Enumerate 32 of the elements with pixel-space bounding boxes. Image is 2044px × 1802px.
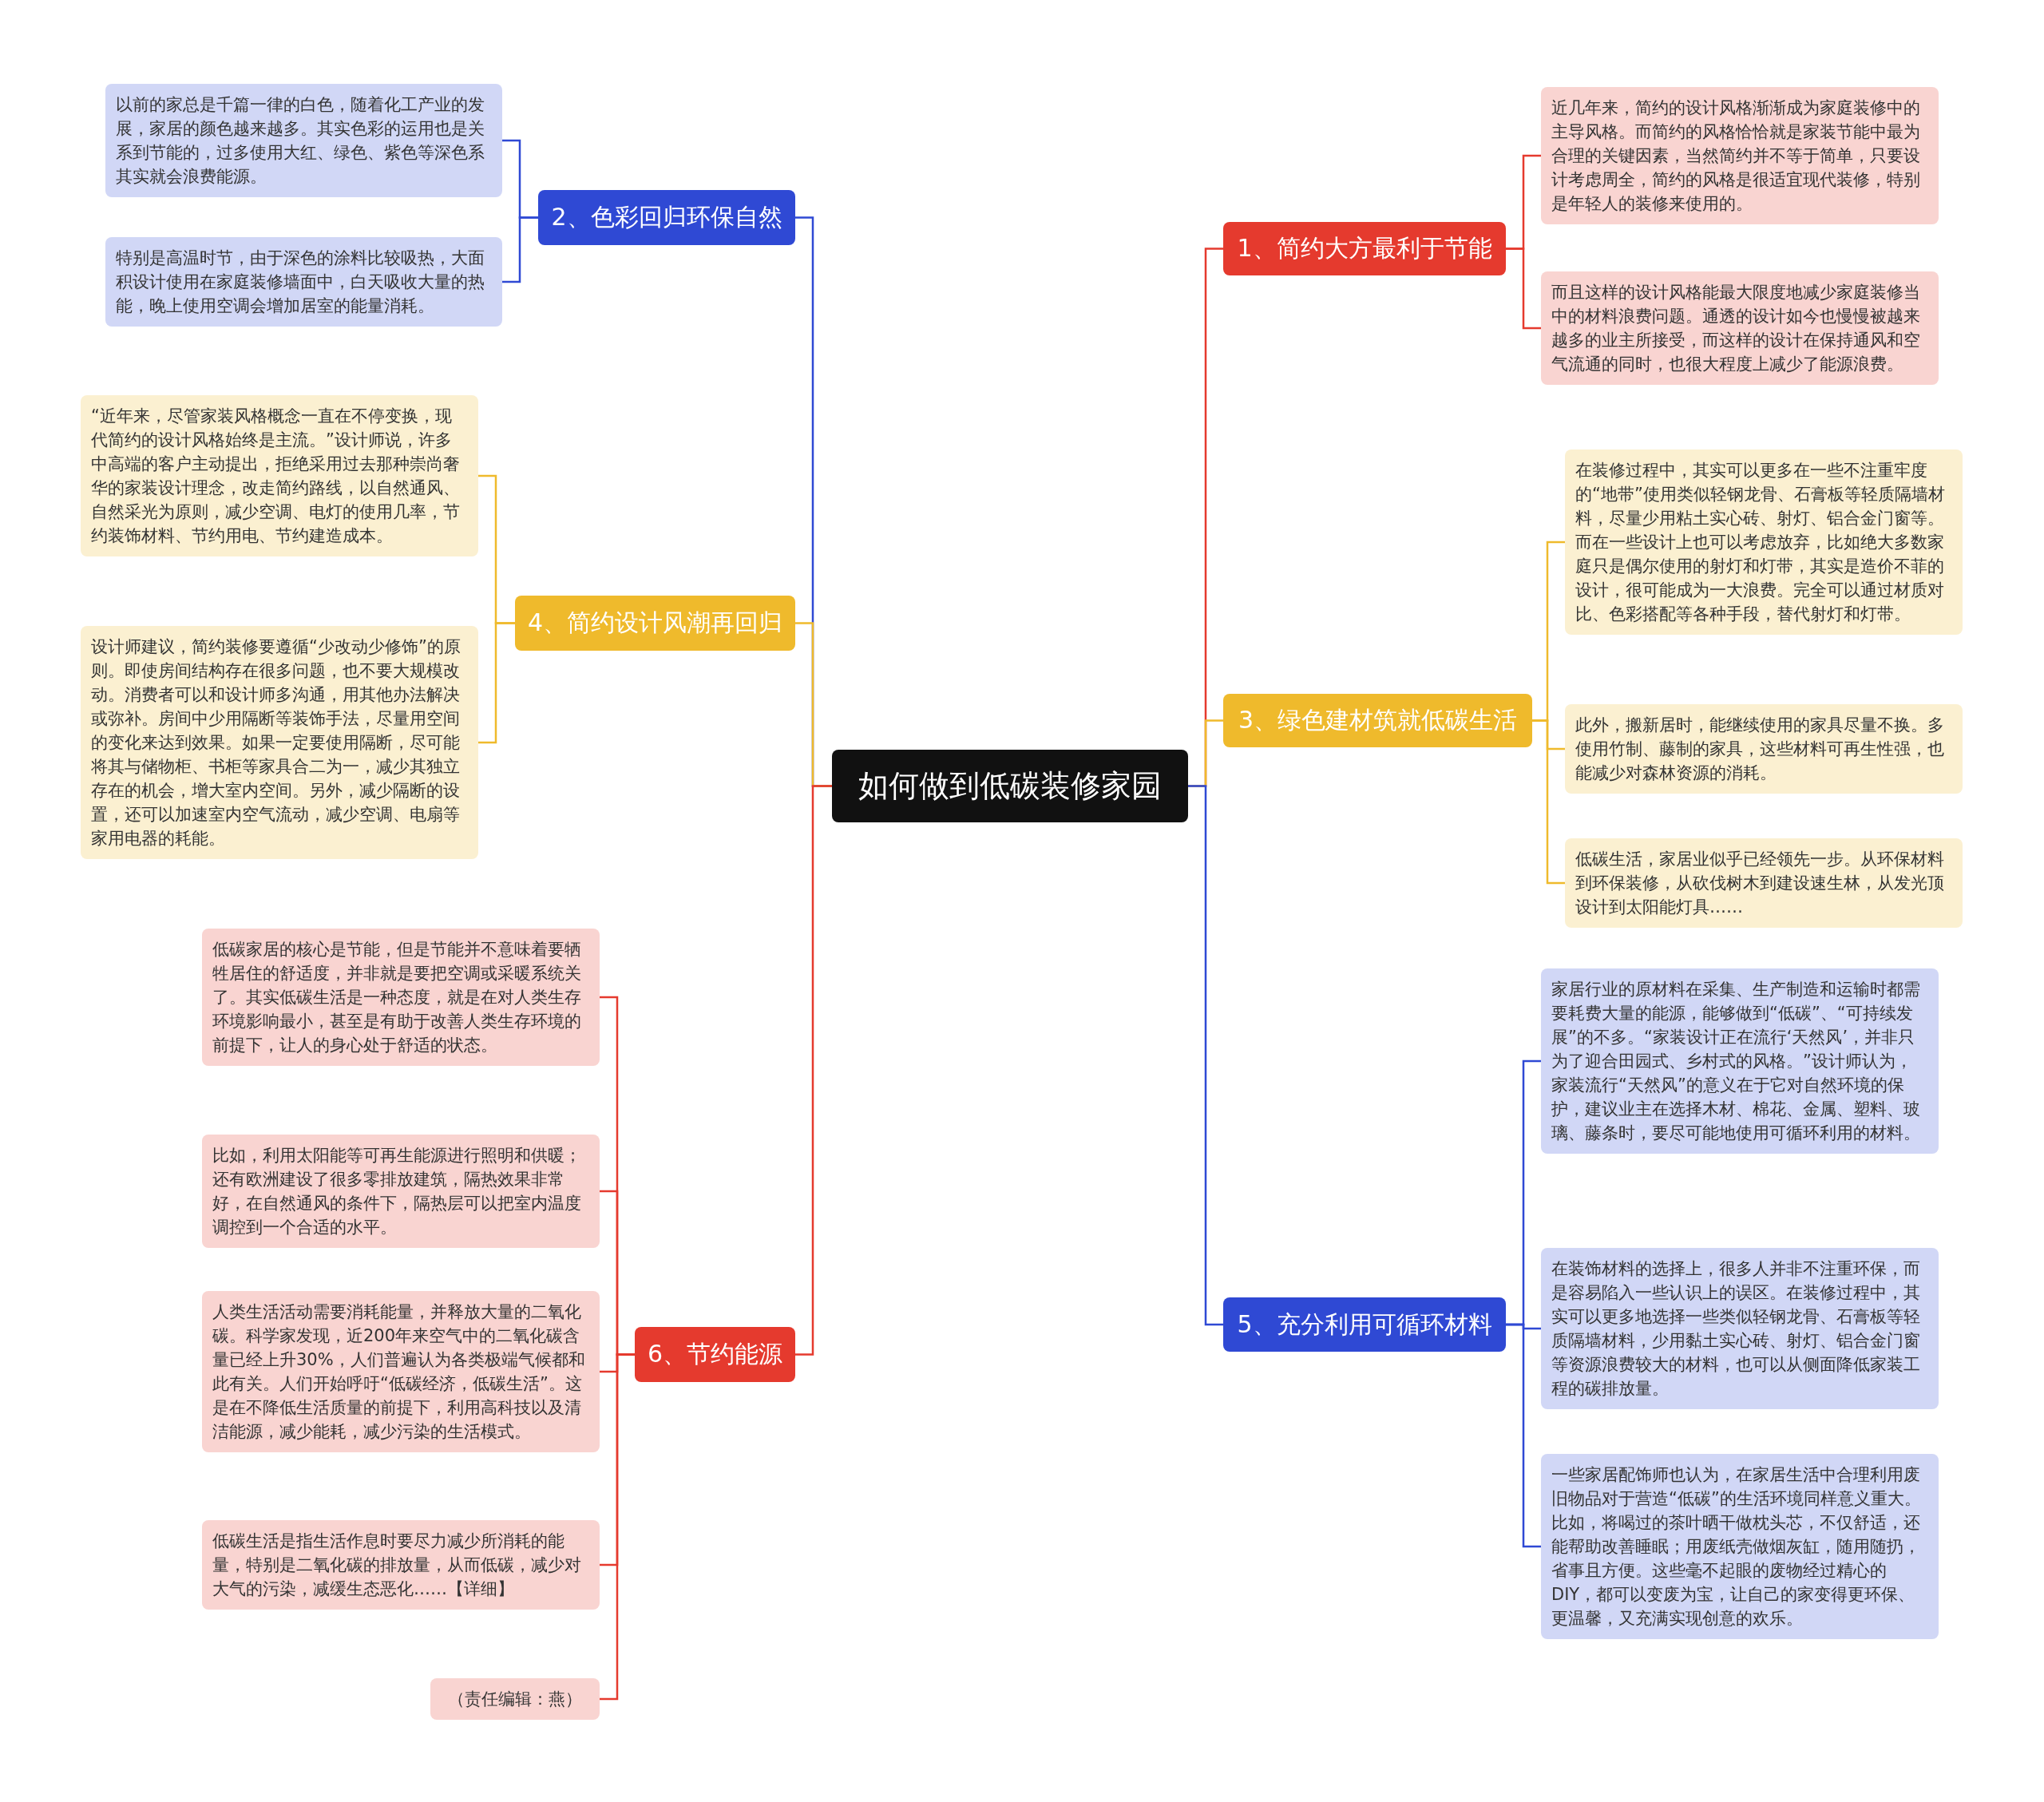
connector-line [502, 216, 538, 283]
branch-topic: 6、节约能源 [635, 1327, 795, 1382]
note-card: （责任编辑：燕） [430, 1678, 600, 1720]
note-card: 以前的家总是千篇一律的白色，随着化工产业的发展，家居的颜色越来越多。其实色彩的运用也是关系到节能的，过多使用大红、绿色、紫色等深色系其实就会浪费能源。 [105, 84, 502, 197]
note-card: 家居行业的原材料在采集、生产制造和运输时都需要耗费大量的能源，能够做到“低碳”、“可持续发展”的不多。“家装设计正在流行‘天然风’，并非只为了迎合田园式、乡村式的风格。”设计师认为，家装流行“天然风”的意义在于它对自然环境的保护，建议业主在选择木材、棉花、金属、塑料、玻璃、藤条时，要尽可能地使用可循环利用的材料。 [1541, 968, 1939, 1154]
branch-topic: 5、充分利用可循环材料 [1223, 1297, 1506, 1352]
note-card: 低碳生活，家居业似乎已经领先一步。从环保材料到环保装修，从砍伐树木到建设速生林，从发光顶设计到太阳能灯具…… [1565, 838, 1963, 928]
branch-topic: 3、绿色建材筑就低碳生活 [1223, 694, 1532, 747]
note-card: 在装修过程中，其实可以更多在一些不注重牢度的“地带”使用类似轻钢龙骨、石膏板等轻质隔墙材料，尽量少用粘土实心砖、射灯、铝合金门窗等。而在一些设计上也可以考虑放弃，比如绝大多数家庭只是偶尔使用的射灯和灯带，其实是造价不菲的设计，很可能成为一大浪费。完全可以通过材质对比、色彩搭配等各种手段，替代射灯和灯带。 [1565, 450, 1963, 635]
note-card: 近几年来，简约的设计风格渐渐成为家庭装修中的主导风格。而简约的风格恰恰就是家装节能中最为合理的关键因素，当然简约并不等于简单，只要设计考虑周全，简约的风格是很适宜现代装修，特别是年轻人的装修来使用的。 [1541, 87, 1939, 224]
note-card: 一些家居配饰师也认为，在家居生活中合理利用废旧物品对于营造“低碳”的生活环境同样意义重大。比如，将喝过的茶叶晒干做枕头芯，不仅舒适，还能帮助改善睡眠；用废纸壳做烟灰缸，随用随扔，省事且方便。这些毫不起眼的废物经过精心的DIY，都可以变废为宝，让自己的家变得更环保、更温馨，又充满实现创意的欢乐。 [1541, 1454, 1939, 1639]
note-card: 比如，利用太阳能等可再生能源进行照明和供暖；还有欧洲建设了很多零排放建筑，隔热效果非常好，在自然通风的条件下，隔热层可以把室内温度调控到一个合适的水平。 [202, 1135, 600, 1248]
branch-topic: 4、简约设计风潮再回归 [515, 596, 795, 651]
note-card: 人类生活活动需要消耗能量，并释放大量的二氧化碳。科学家发现，近200年来空气中的二氧化碳含量已经上升30%，人们普遍认为各类极端气候都和此有关。人们开始呼吁“低碳经济，低碳生活”。这是在不降低生活质量的前提下，利用高科技以及清洁能源，减少能耗，减少污染的生活模式。 [202, 1291, 600, 1452]
connector-line [1506, 248, 1541, 330]
connector-line [1506, 1323, 1541, 1548]
note-card: 低碳生活是指生活作息时要尽力减少所消耗的能量，特别是二氧化碳的排放量，从而低碳，减少对大气的污染，减缓生态恶化……【详细】 [202, 1520, 600, 1610]
note-card: 特别是高温时节，由于深色的涂料比较吸热，大面积设计使用在家庭装修墙面中，白天吸收大量的热能，晚上使用空调会增加居室的能量消耗。 [105, 237, 502, 327]
central-topic: 如何做到低碳装修家园 [832, 750, 1188, 822]
note-card: 而且这样的设计风格能最大限度地减少家庭装修当中的材料浪费问题。通透的设计如今也慢慢被越来越多的业主所接受，而这样的设计在保持通风和空气流通的同时，也很大程度上减少了能源浪费。 [1541, 271, 1939, 385]
note-card: 此外，搬新居时，能继续使用的家具尽量不换。多使用竹制、藤制的家具，这些材料可再生性强，也能减少对森林资源的消耗。 [1565, 704, 1963, 794]
branch-topic: 2、色彩回归环保自然 [538, 190, 795, 245]
branch-topic: 1、简约大方最利于节能 [1223, 222, 1506, 275]
connector-line [478, 622, 515, 744]
connector-line [1188, 785, 1223, 1326]
connector-line [1532, 719, 1565, 885]
note-card: “近年来，尽管家装风格概念一直在不停变换，现代简约的设计风格始终是主流。”设计师说，许多中高端的客户主动提出，拒绝采用过去那种崇尚奢华的家装设计理念，改走简约路线，以自然通风、自然采光为原则，减少空调、电灯的使用几率，节约装饰材料、节约用电、节约建造成本。 [81, 395, 478, 556]
connector-line [795, 785, 832, 1356]
connector-line [600, 1353, 635, 1701]
note-card: 低碳家居的核心是节能，但是节能并不意味着要牺牲居住的舒适度，并非就是要把空调或采暖系统关了。其实低碳生活是一种态度，就是在对人类生存环境影响最小，甚至是有助于改善人类生存环境的前提下，让人的身心处于舒适的状态。 [202, 929, 600, 1066]
note-card: 在装饰材料的选择上，很多人并非不注重环保，而是容易陷入一些认识上的误区。在装修过程中，其实可以更多地选择一些类似轻钢龙骨、石膏板等轻质隔墙材料，少用黏土实心砖、射灯、铝合金门窗等资源浪费较大的材料，也可以从侧面降低家装工程的碳排放量。 [1541, 1248, 1939, 1409]
note-card: 设计师建议，简约装修要遵循“少改动少修饰”的原则。即使房间结构存在很多问题，也不要大规模改动。消费者可以和设计师多沟通，用其他办法解决或弥补。房间中少用隔断等装饰手法，尽量用空间的变化来达到效果。如果一定要使用隔断，尽可能将其与储物柜、书柜等家具合二为一，减少其独立存在的机会，增大室内空间。另外，减少隔断的设置，还可以加速室内空气流动，减少空调、电扇等家用电器的耗能。 [81, 626, 478, 859]
